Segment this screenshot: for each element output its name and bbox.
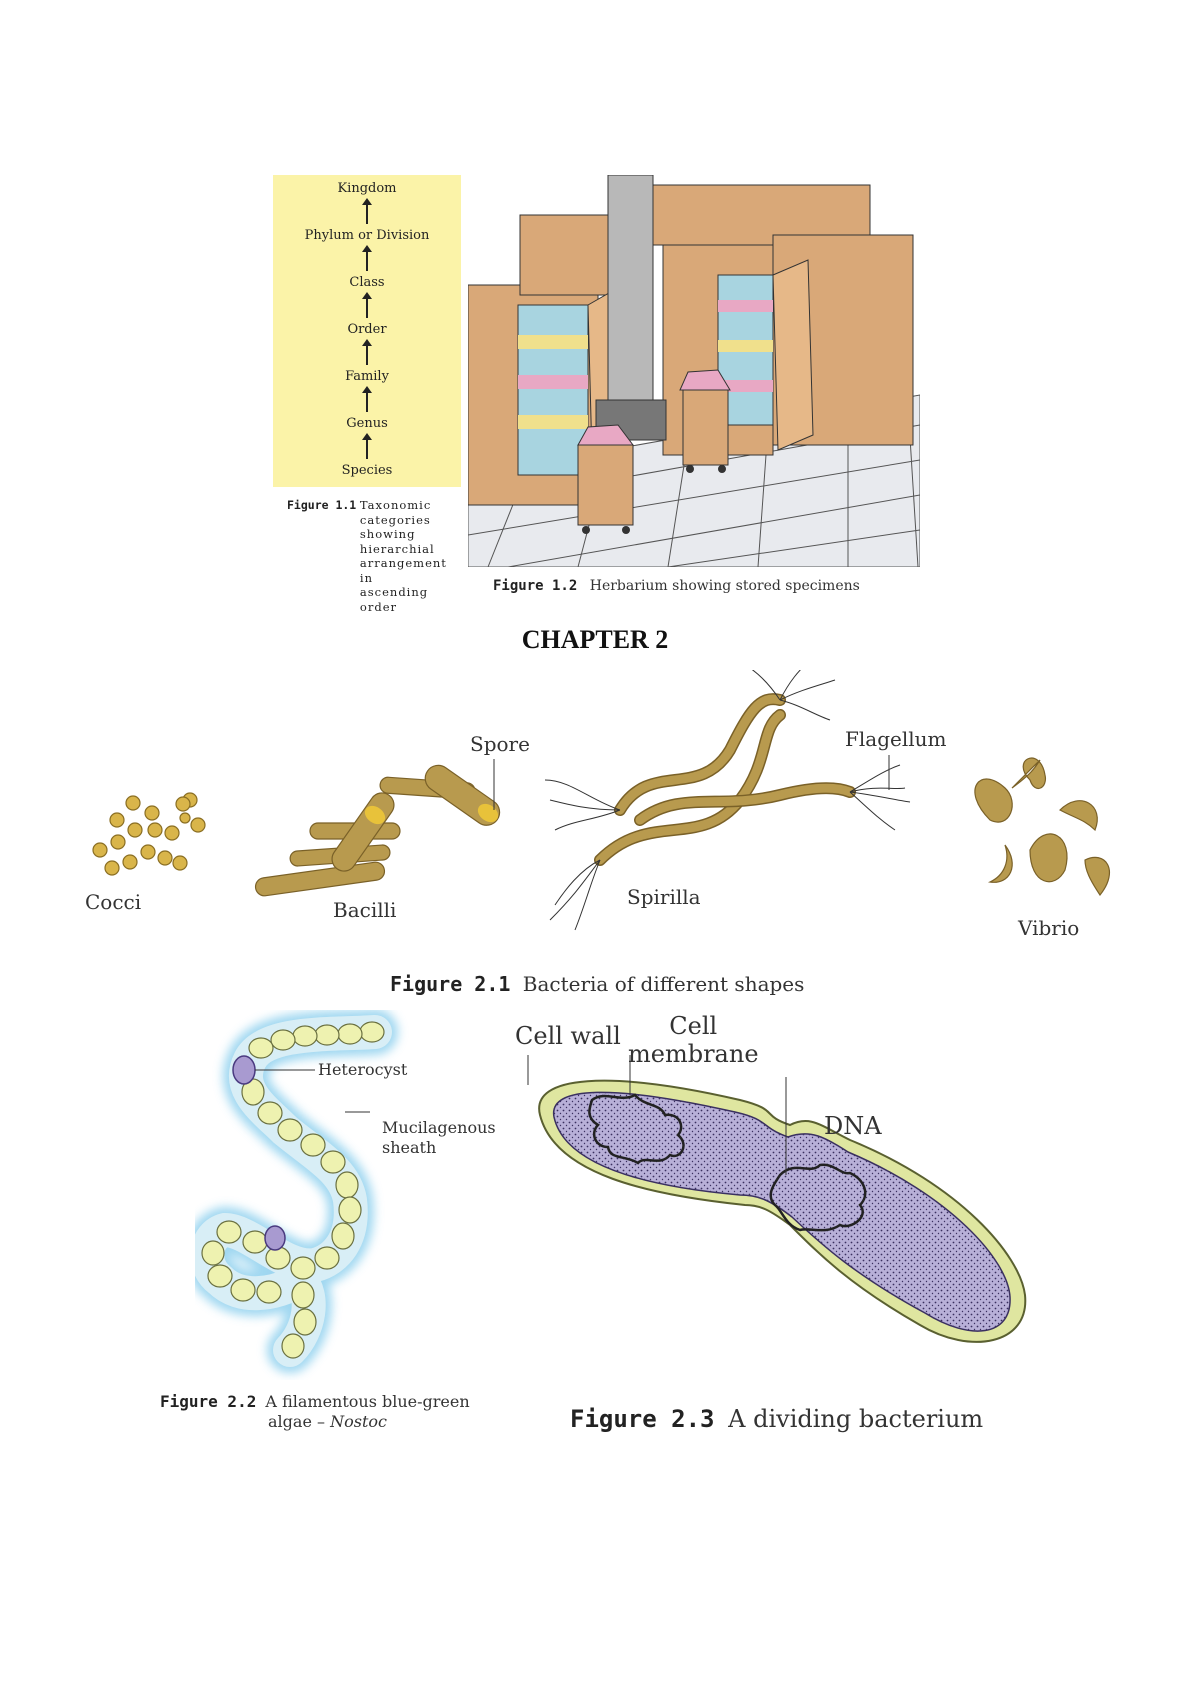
label-cell-membrane: Cell membrane — [628, 1012, 759, 1068]
nostoc-illustration — [195, 1010, 398, 1373]
rank-phylum: Phylum or Division — [304, 228, 430, 243]
chapter-heading: CHAPTER 2 — [521, 625, 669, 654]
bacilli-drawing — [254, 764, 501, 897]
rank-arrow — [362, 386, 372, 412]
caption-label: Figure 1.2 — [493, 578, 578, 594]
label-cell-wall: Cell wall — [515, 1022, 621, 1050]
spirilla-drawing — [594, 693, 856, 866]
caption-text: Herbarium showing stored specimens — [589, 578, 860, 594]
label-bacilli: Bacilli — [333, 898, 397, 922]
rank-genus: Genus — [346, 416, 388, 431]
caption-text: A dividing bacterium — [728, 1405, 984, 1433]
caption-label: Figure 2.1 — [390, 972, 511, 996]
figure-1-1-caption: Figure 1.1 Taxonomic categories showing … — [287, 498, 467, 614]
label-spirilla: Spirilla — [627, 885, 701, 909]
rank-arrow — [362, 198, 372, 224]
caption-text: Taxonomic categories showing hierarchial… — [359, 498, 447, 614]
flagella-drawing — [544, 670, 911, 931]
label-line: Cell — [669, 1012, 718, 1040]
rank-arrow — [362, 245, 372, 271]
rank-arrow — [362, 433, 372, 459]
caption-label: Figure 2.3 — [570, 1405, 715, 1433]
label-line: Mucilagenous — [382, 1118, 496, 1137]
label-heterocyst: Heterocyst — [318, 1060, 408, 1079]
herbarium-illustration — [468, 175, 920, 567]
dividing-bacterium-illustration — [527, 1055, 1027, 1343]
label-dna: DNA — [824, 1112, 882, 1140]
rank-family: Family — [345, 369, 389, 384]
rank-arrow — [362, 339, 372, 365]
rank-order: Order — [347, 322, 387, 337]
figure-2-2-caption: Figure 2.2 A filamentous blue-green alga… — [160, 1392, 470, 1432]
rank-arrow — [362, 292, 372, 318]
taxonomy-chart: Kingdom Phylum or Division Class Order F… — [273, 175, 461, 487]
figure-2-1-caption: Figure 2.1 Bacteria of different shapes — [390, 972, 804, 996]
label-line: sheath — [382, 1138, 437, 1157]
caption-text-2: algae – — [268, 1412, 325, 1431]
rank-class: Class — [349, 275, 385, 290]
figure-1-2-caption: Figure 1.2 Herbarium showing stored spec… — [493, 578, 860, 594]
label-cocci: Cocci — [85, 890, 142, 914]
caption-label: Figure 2.2 — [160, 1392, 257, 1411]
bacteria-shapes-illustration — [92, 670, 1111, 931]
label-line: membrane — [628, 1040, 759, 1068]
cocci-drawing — [92, 792, 206, 876]
heterocyst-cell — [232, 1055, 256, 1085]
caption-text: Bacteria of different shapes — [522, 972, 805, 996]
nostoc-cells — [201, 1021, 385, 1359]
rank-species: Species — [341, 463, 393, 478]
label-flagellum: Flagellum — [845, 727, 947, 751]
label-mucilagenous-sheath: Mucilagenous sheath — [382, 1118, 496, 1158]
figure-2-3-caption: Figure 2.3 A dividing bacterium — [570, 1405, 983, 1433]
label-vibrio: Vibrio — [1018, 916, 1080, 940]
rank-kingdom: Kingdom — [337, 181, 397, 196]
label-spore: Spore — [470, 732, 530, 756]
vibrio-drawing — [974, 757, 1111, 897]
caption-text: A filamentous blue-green — [265, 1392, 470, 1411]
caption-label: Figure 1.1 — [287, 498, 357, 512]
caption-genus: Nostoc — [330, 1412, 387, 1431]
heterocyst-cell — [264, 1225, 286, 1251]
